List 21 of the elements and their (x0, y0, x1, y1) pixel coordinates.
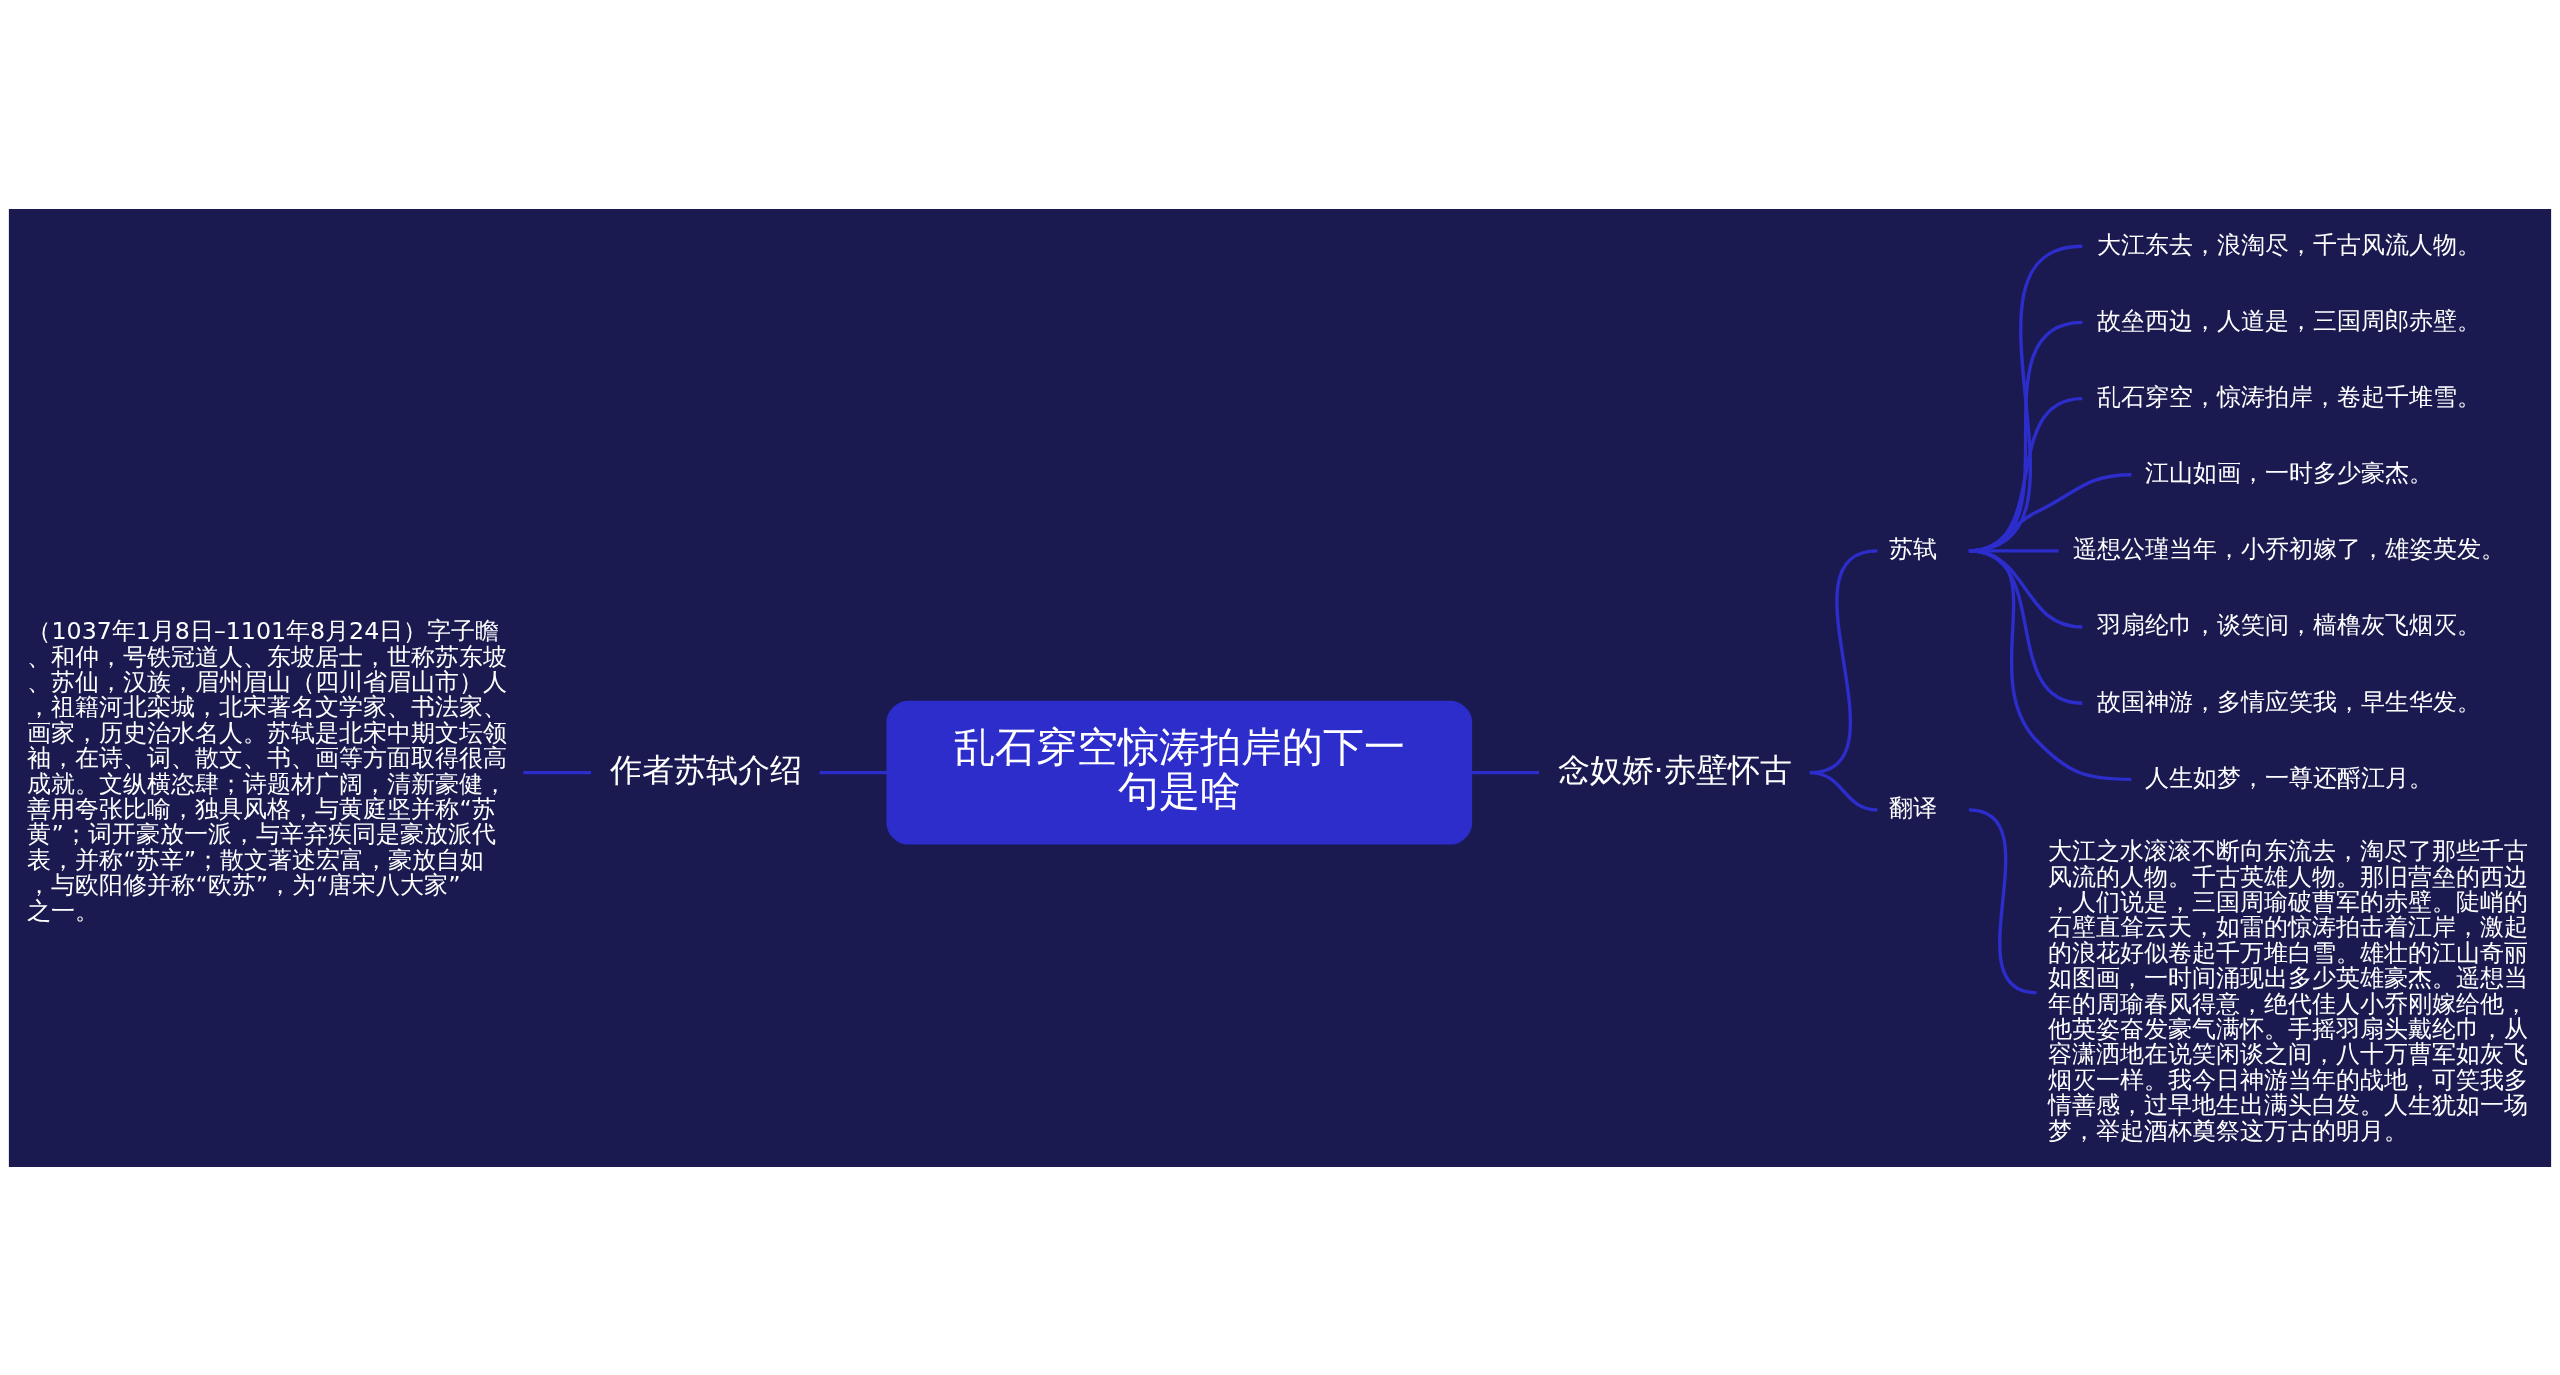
connector (1968, 548, 2132, 781)
node-text: 作者苏轼介绍 (609, 750, 802, 789)
node-text: 大江东去，浪淘尽，千古风流人物。 (2096, 230, 2481, 258)
node-text: 人生如梦，一尊还酹江月。 (2144, 763, 2433, 792)
node-text: 苏轼 (1889, 534, 1938, 563)
node-text: （1037年1月8日–1101年8月24日）字子瞻、和仲，号铁冠道人、东坡居士，世称苏东坡、苏仙，汉族，眉州眉山（四川省眉山市）人，祖籍河北栾城，北宋著名文学家、书法家、画家，历史治水名人。苏轼是北宋中期文坛领袖，在诗、词、散文、书、画等方面取得很高成就。文纵横恣肆；诗题材广阔，清新豪健，善用夸张比喻，独具风格，与黄庭坚并称“苏黄”；词开豪放一派，与辛弃疾同是豪放派代表，并称“苏辛”；散文著述宏富，豪放自如，与欧阳修并称“欧苏”，为“唐宋八大家”之一。 (27, 616, 508, 925)
node-text: 大江之水滚滚不断向东流去，淘尽了那些千古风流的人物。千古英雄人物。那旧营垒的西边，人们说是，三国周瑜破曹军的赤壁。陡峭的石壁直耸云天，如雷的惊涛拍击着江岸，激起的浪花好似卷起千万堆白雪。雄壮的江山奇丽如图画，一时间涌现出多少英雄豪杰。遥想当年的周瑜春风得意，绝代佳人小乔刚嫁给他，他英姿奋发豪气满怀。手摇羽扇头戴纶巾，从容潇洒地在说笑闲谈之间，八十万曹军如灰飞烟灭一样。我今日神游当年的战地，可笑我多情善感，过早地生出满头白发。人生犹如一场梦，举起酒杯奠祭这万古的明月。 (2048, 836, 2529, 1145)
node-text: 翻译 (1889, 793, 1938, 822)
node-text: 故国神游，多情应笑我，早生华发。 (2096, 687, 2481, 715)
connector (523, 770, 592, 774)
connector (1809, 770, 1878, 812)
node-text: 羽扇纶巾，谈笑间，樯橹灰飞烟灭。 (2096, 610, 2481, 639)
node-text: 念奴娇·赤壁怀古 (1557, 750, 1792, 789)
node-text: 乱石穿空，惊涛拍岸，卷起千堆雪。 (2096, 382, 2481, 411)
connector (1471, 770, 1539, 774)
connector (1968, 807, 2037, 994)
node-text: 江山如画，一时多少豪杰。 (2144, 458, 2433, 487)
node-box: 乱石穿空惊涛拍岸的下一句是啥 (886, 700, 1473, 845)
connector (819, 770, 888, 774)
node-text: 故垒西边，人道是，三国周郎赤壁。 (2096, 306, 2481, 335)
node-text: 遥想公瑾当年，小乔初嫁了，雄姿英发。 (2072, 534, 2505, 563)
